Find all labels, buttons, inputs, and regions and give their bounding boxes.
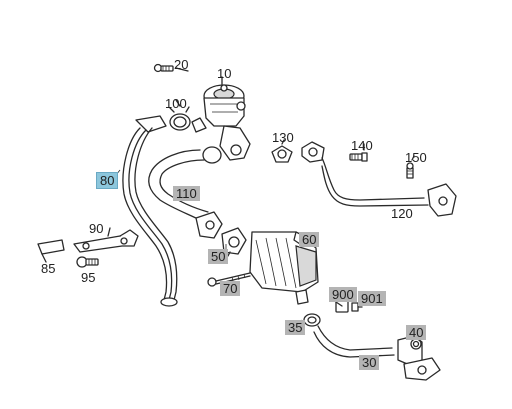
callout-110[interactable]: 110 (173, 186, 200, 201)
connector-35-part[interactable] (295, 289, 321, 327)
callout-70[interactable]: 70 (220, 281, 241, 296)
bolt-140-part[interactable] (349, 143, 368, 162)
callout-85[interactable]: 85 (41, 261, 56, 276)
gasket-50-part[interactable] (221, 227, 247, 257)
callout-130[interactable]: 130 (272, 130, 294, 145)
nut-40-part[interactable] (410, 333, 422, 350)
pipe-120-part[interactable] (301, 141, 457, 217)
callout-95[interactable]: 95 (81, 270, 96, 285)
leader-lines (111, 169, 373, 360)
bolt-901-part[interactable] (351, 302, 363, 312)
callout-35[interactable]: 35 (285, 320, 306, 335)
bolt-20-part[interactable] (153, 63, 189, 73)
callout-60[interactable]: 60 (299, 232, 320, 247)
gasket-130-part[interactable] (271, 139, 293, 163)
bracket-90-part[interactable] (73, 227, 139, 253)
callout-80[interactable]: 80 (96, 172, 119, 189)
clamp-85-part[interactable] (37, 239, 65, 263)
callout-120[interactable]: 120 (391, 206, 413, 221)
bolt-95-part[interactable] (76, 256, 99, 268)
callout-150[interactable]: 150 (405, 150, 427, 165)
callout-30[interactable]: 30 (359, 355, 380, 370)
callout-20[interactable]: 20 (174, 57, 189, 72)
callout-100[interactable]: 100 (165, 96, 187, 111)
bolt-70-part[interactable] (207, 272, 251, 287)
egr-valve-10-part[interactable] (191, 76, 251, 161)
callout-90[interactable]: 90 (89, 221, 104, 236)
pipe-110-part[interactable] (148, 146, 223, 239)
bolt-150-part[interactable] (406, 155, 415, 179)
callout-901[interactable]: 901 (358, 291, 386, 306)
callout-40[interactable]: 40 (406, 325, 427, 340)
callout-900[interactable]: 900 (329, 287, 357, 302)
callout-50[interactable]: 50 (208, 249, 229, 264)
callout-10[interactable]: 10 (217, 66, 232, 81)
clamp-100-part[interactable] (169, 99, 191, 131)
pipe-80-part[interactable] (122, 115, 178, 307)
callout-140[interactable]: 140 (351, 138, 373, 153)
